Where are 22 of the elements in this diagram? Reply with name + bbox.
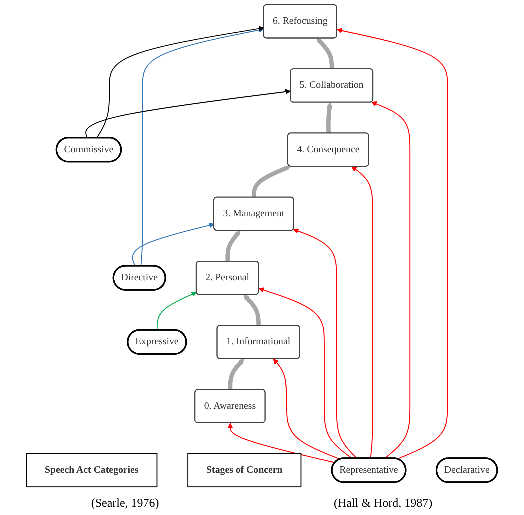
arrow <box>86 89 292 139</box>
arrow <box>252 166 291 198</box>
arrow <box>228 358 244 390</box>
arrow <box>273 358 341 460</box>
citation-note: (Hall & Hord, 1987) <box>334 496 433 511</box>
arrow <box>140 28 264 267</box>
arrow <box>244 294 262 326</box>
arrow <box>156 292 198 331</box>
arrow <box>316 38 334 70</box>
node-box: Stages of Concern <box>188 453 302 488</box>
arrow <box>228 423 336 464</box>
node-box: Speech Act Categories <box>26 453 158 488</box>
arrow <box>352 166 374 460</box>
arrow <box>326 102 332 134</box>
arrow <box>132 222 215 267</box>
arrow <box>96 26 264 139</box>
arrow <box>372 102 411 460</box>
arrow <box>293 228 358 460</box>
arrow <box>226 230 241 262</box>
arrow <box>337 28 448 460</box>
arrow <box>258 288 354 460</box>
citation-note: (Searle, 1976) <box>91 496 160 511</box>
